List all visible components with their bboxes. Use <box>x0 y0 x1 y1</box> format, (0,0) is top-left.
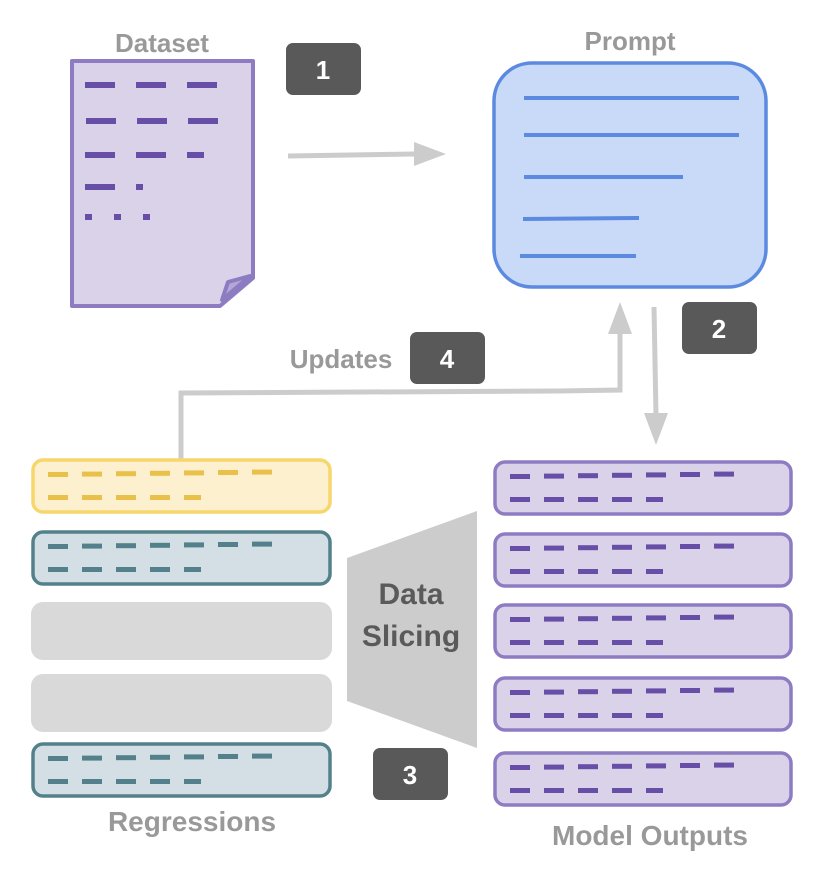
model-output-card <box>493 751 793 807</box>
step-badge-1: 1 <box>286 43 361 95</box>
dataset-document-icon <box>70 59 255 308</box>
dataset-label: Dataset <box>115 28 209 58</box>
model-output-card <box>493 603 793 659</box>
record-text-lines <box>510 471 734 502</box>
prompt-text-lines <box>520 96 739 258</box>
dataset-text-lines <box>85 82 218 220</box>
step-badge-4: 4 <box>410 332 485 384</box>
data-slicing-label-line1: Data <box>378 578 443 611</box>
step-badge-4-text: 4 <box>440 344 455 374</box>
record-text-lines <box>510 762 734 793</box>
data-slicing-funnel: Data Slicing <box>347 511 477 748</box>
arrow-dataset-to-prompt <box>287 142 446 166</box>
record-text-lines <box>48 753 272 784</box>
model-output-card <box>493 460 793 516</box>
prompt-box <box>492 61 768 289</box>
step-badge-2: 2 <box>682 302 757 354</box>
model-output-card <box>493 532 793 588</box>
step-badge-3-text: 3 <box>403 760 417 790</box>
step-badge-3: 3 <box>373 748 448 800</box>
regressions-list <box>31 458 332 798</box>
record-text-lines <box>48 469 272 500</box>
step-badge-1-text: 1 <box>316 55 330 85</box>
regression-card-highlighted <box>31 458 332 514</box>
step-badge-2-text: 2 <box>712 314 726 344</box>
prompt-label: Prompt <box>585 26 676 56</box>
record-text-lines <box>48 541 272 572</box>
updates-label: Updates <box>290 344 393 374</box>
model-output-card <box>493 676 793 732</box>
model-outputs-label: Model Outputs <box>552 820 748 851</box>
arrow-prompt-to-outputs <box>644 306 668 445</box>
data-slicing-label-line2: Slicing <box>362 620 460 653</box>
regressions-label: Regressions <box>108 806 276 837</box>
regression-card-empty <box>31 602 332 660</box>
model-outputs-list <box>493 460 793 807</box>
regression-card-empty <box>31 674 332 732</box>
record-text-lines <box>510 614 734 645</box>
record-text-lines <box>510 687 734 718</box>
arrow-updates-feedback <box>178 302 632 460</box>
record-text-lines <box>510 543 734 574</box>
regression-card <box>31 530 332 586</box>
regression-card <box>31 742 332 798</box>
